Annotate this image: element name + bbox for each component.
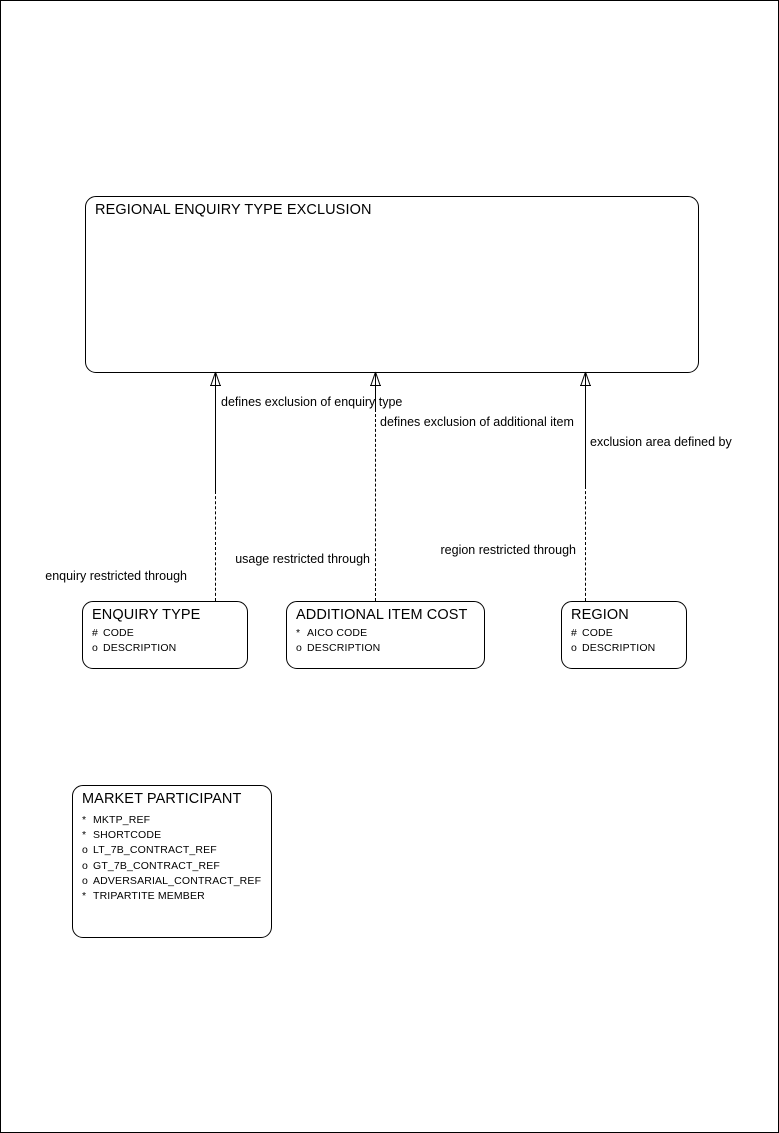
attribute-label: GT_7B_CONTRACT_REF bbox=[93, 859, 220, 872]
relationship-label-defines-exclusion-of-enquiry-type: defines exclusion of enquiry type bbox=[221, 395, 403, 409]
attribute-label: DESCRIPTION bbox=[103, 642, 177, 654]
attribute-label: DESCRIPTION bbox=[582, 642, 656, 654]
attribute-marker: o bbox=[82, 844, 88, 857]
entity-region[interactable]: REGION # CODE o DESCRIPTION bbox=[561, 601, 687, 669]
attribute-marker: * bbox=[296, 627, 301, 639]
attribute-label: CODE bbox=[582, 627, 613, 639]
relationship-label-enquiry-restricted-through: enquiry restricted through bbox=[45, 569, 187, 583]
crowsfoot-icon-region bbox=[576, 371, 594, 386]
relationship-line-additional-item-cost-lower bbox=[375, 409, 376, 601]
attribute-label: DESCRIPTION bbox=[307, 642, 381, 654]
relationship-line-enquiry-type-lower bbox=[215, 491, 216, 601]
attribute-row: * MKTP_REF bbox=[82, 813, 271, 828]
attribute-row: o DESCRIPTION bbox=[296, 641, 484, 656]
entity-enquiry-type[interactable]: ENQUIRY TYPE # CODE o DESCRIPTION bbox=[82, 601, 248, 669]
attribute-label: ADVERSARIAL_CONTRACT_REF bbox=[93, 874, 262, 887]
attribute-label: TRIPARTITE MEMBER bbox=[93, 890, 205, 903]
attribute-row: # CODE bbox=[92, 626, 247, 641]
relationship-label-region-restricted-through: region restricted through bbox=[440, 543, 577, 557]
attribute-list: # CODE o DESCRIPTION bbox=[571, 626, 686, 656]
attribute-marker: o bbox=[92, 642, 98, 654]
attribute-marker: * bbox=[82, 890, 87, 903]
attribute-list: * MKTP_REF * SHORTCODE o LT_7B_CONTRACT_REF… bbox=[82, 813, 271, 904]
attribute-row: * AICO CODE bbox=[296, 626, 484, 641]
attribute-marker: o bbox=[571, 642, 577, 654]
attribute-label: LT_7B_CONTRACT_REF bbox=[93, 844, 217, 857]
attribute-row: # CODE bbox=[571, 626, 686, 641]
entity-title: REGIONAL ENQUIRY TYPE EXCLUSION bbox=[95, 202, 372, 218]
relationship-line-region-lower bbox=[585, 486, 586, 601]
attribute-list: * AICO CODE o DESCRIPTION bbox=[296, 626, 484, 656]
attribute-marker: o bbox=[296, 642, 302, 654]
attribute-row: * TRIPARTITE MEMBER bbox=[82, 889, 271, 904]
crowsfoot-icon-additional-item-cost bbox=[366, 371, 384, 386]
attribute-marker: # bbox=[571, 627, 577, 639]
entity-title: MARKET PARTICIPANT bbox=[82, 791, 242, 807]
attribute-row: o GT_7B_CONTRACT_REF bbox=[82, 859, 271, 874]
relationship-label-exclusion-area-defined-by: exclusion area defined by bbox=[590, 435, 732, 449]
crowsfoot-icon-enquiry-type bbox=[206, 371, 224, 386]
entity-regional-enquiry-type-exclusion[interactable]: REGIONAL ENQUIRY TYPE EXCLUSION bbox=[85, 196, 699, 373]
attribute-marker: o bbox=[82, 859, 88, 872]
relationship-line-enquiry-type-upper bbox=[215, 385, 216, 491]
entity-title: ADDITIONAL ITEM COST bbox=[296, 607, 468, 623]
attribute-row: o ADVERSARIAL_CONTRACT_REF bbox=[82, 874, 271, 889]
attribute-label: SHORTCODE bbox=[93, 829, 162, 842]
attribute-row: o LT_7B_CONTRACT_REF bbox=[82, 843, 271, 858]
attribute-label: MKTP_REF bbox=[93, 814, 151, 826]
attribute-row: o DESCRIPTION bbox=[92, 641, 247, 656]
relationship-line-region-upper bbox=[585, 385, 586, 486]
attribute-list: # CODE o DESCRIPTION bbox=[92, 626, 247, 656]
attribute-label: CODE bbox=[103, 627, 134, 639]
attribute-row: o DESCRIPTION bbox=[571, 641, 686, 656]
attribute-marker: * bbox=[82, 814, 87, 826]
entity-title: REGION bbox=[571, 607, 629, 623]
attribute-marker: * bbox=[82, 829, 87, 842]
attribute-label: AICO CODE bbox=[307, 627, 368, 639]
relationship-line-additional-item-cost-upper bbox=[375, 385, 376, 409]
entity-market-participant[interactable]: MARKET PARTICIPANT * MKTP_REF * SHORTCODE … bbox=[72, 785, 272, 938]
attribute-row: * SHORTCODE bbox=[82, 828, 271, 843]
attribute-marker: o bbox=[82, 874, 88, 887]
relationship-label-defines-exclusion-of-additional-item: defines exclusion of additional item bbox=[380, 415, 574, 429]
entity-additional-item-cost[interactable]: ADDITIONAL ITEM COST * AICO CODE o DESCRIP… bbox=[286, 601, 485, 669]
attribute-marker: # bbox=[92, 627, 98, 639]
entity-title: ENQUIRY TYPE bbox=[92, 607, 201, 623]
relationship-label-usage-restricted-through: usage restricted through bbox=[235, 552, 370, 566]
